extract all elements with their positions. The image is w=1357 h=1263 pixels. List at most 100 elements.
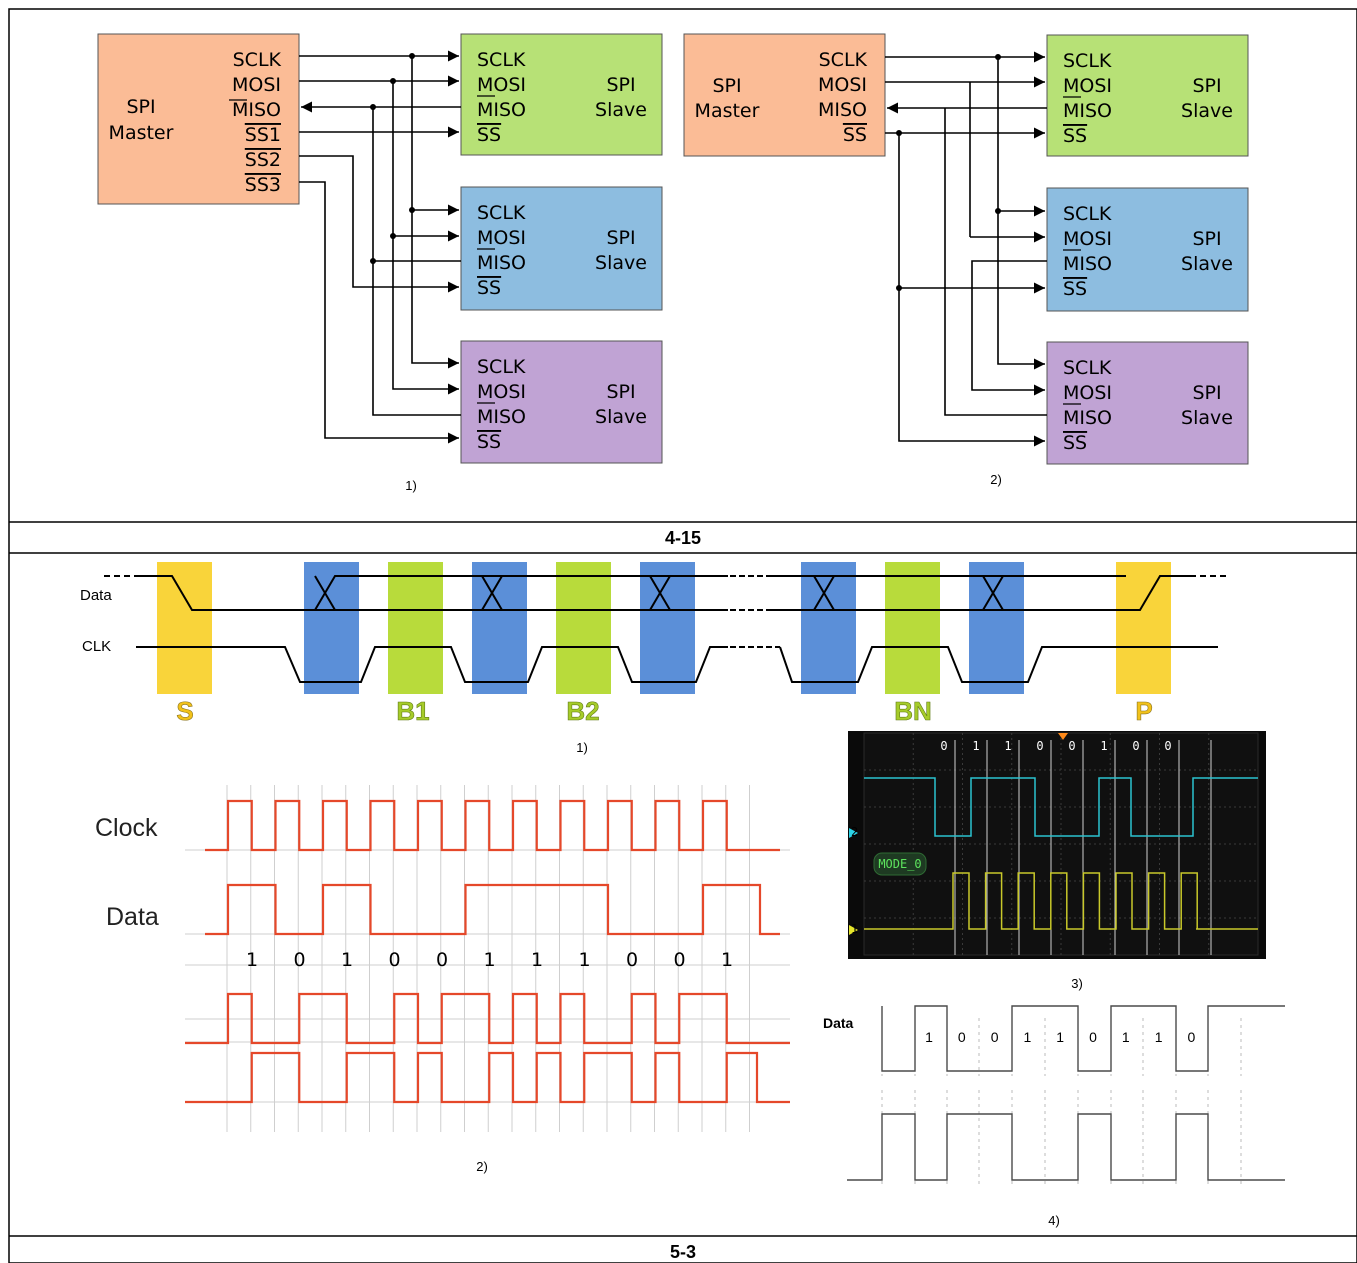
manchester-bits: 1 0 1 0 0 1 1 1 0 0 1 (246, 949, 733, 971)
slave-pin-mosi: MOSI (1063, 75, 1112, 97)
clock-wave (205, 801, 780, 850)
slave-title-line1: SPI (1192, 382, 1221, 404)
manchester-diagram: Clock Data 1 0 1 0 0 1 1 1 0 0 1 2) (95, 785, 790, 1174)
nrz-bit: 1 (1122, 1029, 1130, 1045)
slave-pin-ss: SS (477, 431, 501, 453)
slave-title-line2: Slave (1181, 100, 1233, 122)
scope-bit: 0 (940, 739, 947, 753)
slave-title-line1: SPI (606, 227, 635, 249)
bit-label: 0 (388, 949, 400, 971)
slave-title-line1: SPI (606, 381, 635, 403)
bit-label: 0 (673, 949, 685, 971)
bit-label: 1 (578, 949, 590, 971)
master2-pin-ss: SS (843, 124, 867, 146)
i2c-timing-diagram: Data CLK S B1 B2 BN P 1) (80, 562, 1228, 755)
figure-caption-4-15: 4-15 (665, 528, 701, 548)
subfigure-label-5-3-4: 4) (1048, 1213, 1060, 1228)
clock-label: Clock (95, 814, 158, 842)
scope-bit: 1 (1004, 739, 1011, 753)
slave-pin-miso: MISO (477, 406, 526, 428)
master-pin-ss2: SS2 (245, 149, 281, 171)
slave-pin-sclk: SCLK (477, 356, 526, 378)
timing-data-label: Data (80, 587, 112, 604)
master-title-line1: SPI (126, 96, 155, 118)
bit-label: 0 (293, 949, 305, 971)
wires-left (299, 53, 461, 438)
slave-title-line1: SPI (1192, 75, 1221, 97)
data-label: Data (106, 903, 159, 931)
slave-pin-ss: SS (1063, 125, 1087, 147)
channel-2-label: 2 (851, 825, 858, 839)
spi-diagram-independent-ss: SPI Master SCLK MOSI MISO SS1 SS2 SS3 (98, 34, 662, 493)
slave-pin-mosi: MOSI (477, 381, 526, 403)
slave-pin-miso: MISO (1063, 253, 1112, 275)
master2-title-line2: Master (695, 100, 760, 122)
slave-pin-miso: MISO (477, 99, 526, 121)
nrz-bit: 0 (991, 1029, 999, 1045)
master-pin-ss3: SS3 (245, 174, 281, 196)
bit-label: 0 (436, 949, 448, 971)
nrz-encoded-wave (847, 1114, 1285, 1180)
slave-pin-miso: MISO (477, 252, 526, 274)
slave-pin-ss: SS (477, 277, 501, 299)
bit-label: 0 (626, 949, 638, 971)
slave-title-line2: Slave (595, 406, 647, 428)
scope-bit: 1 (972, 739, 979, 753)
subfigure-label-1: 1) (405, 478, 417, 493)
slave-pin-miso: MISO (1063, 407, 1112, 429)
subfigure-label-5-3-2: 2) (476, 1159, 488, 1174)
nrz-bit: 1 (1155, 1029, 1163, 1045)
bit-label: 1 (531, 949, 543, 971)
slave-pin-sclk: SCLK (1063, 357, 1112, 379)
mode-label: MODE_0 (878, 857, 921, 871)
nrz-bit: 1 (925, 1029, 933, 1045)
marker-start: S (176, 696, 193, 726)
bit-label: 1 (341, 949, 353, 971)
slave-pin-miso: MISO (1063, 100, 1112, 122)
figure-caption-5-3: 5-3 (670, 1242, 696, 1262)
master-pin-sclk: SCLK (233, 49, 282, 71)
slave-title-line2: Slave (595, 99, 647, 121)
timing-bands (157, 562, 1171, 694)
bit-label: 1 (721, 949, 733, 971)
data-wave (205, 885, 780, 934)
slave-title-line1: SPI (606, 74, 635, 96)
slave-pin-sclk: SCLK (477, 202, 526, 224)
master2-pin-sclk: SCLK (819, 49, 868, 71)
slave-title-line2: Slave (1181, 253, 1233, 275)
slave-pin-mosi: MOSI (1063, 382, 1112, 404)
master-title-line2: Master (109, 122, 174, 144)
scope-bit: 0 (1132, 739, 1139, 753)
master-pin-ss1: SS1 (245, 124, 281, 146)
marker-b2: B2 (566, 696, 599, 726)
master-pin-miso: MISO (232, 99, 281, 121)
master2-pin-miso: MISO (818, 99, 867, 121)
scope-bit: 0 (1164, 739, 1171, 753)
nrz-data-label: Data (823, 1015, 854, 1031)
nrz-bit: 1 (1024, 1029, 1032, 1045)
marker-bn: BN (894, 696, 932, 726)
master-pin-mosi: MOSI (232, 74, 281, 96)
spi-diagram-daisy: SPI Master SCLK MOSI MISO SS (684, 34, 1248, 487)
master2-pin-mosi: MOSI (818, 74, 867, 96)
slave-pin-sclk: SCLK (1063, 50, 1112, 72)
scope-bit: 1 (1100, 739, 1107, 753)
slave-title-line1: SPI (1192, 228, 1221, 250)
slave-title-line2: Slave (1181, 407, 1233, 429)
nrz-bit: 0 (1089, 1029, 1097, 1045)
slave-pin-mosi: MOSI (1063, 228, 1112, 250)
bit-label: 1 (483, 949, 495, 971)
slave-pin-mosi: MOSI (477, 74, 526, 96)
bit-label: 1 (246, 949, 258, 971)
channel-1-label: 1 (851, 922, 858, 936)
scope-bit: 0 (1036, 739, 1043, 753)
slave-pin-sclk: SCLK (477, 49, 526, 71)
wires-right (885, 54, 1047, 441)
subfigure-label-2: 2) (990, 472, 1002, 487)
timing-clk-label: CLK (82, 638, 111, 655)
slave-pin-mosi: MOSI (477, 227, 526, 249)
manchester-wave-2 (185, 1053, 790, 1102)
nrz-bit: 0 (1188, 1029, 1196, 1045)
